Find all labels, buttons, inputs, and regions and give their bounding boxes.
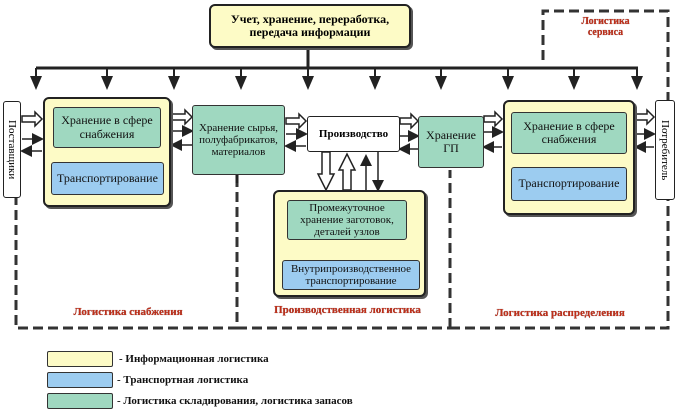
supply-storage-label: Хранение в сфере снабжения bbox=[61, 113, 153, 141]
legend-label-information: - Информационная логистика bbox=[119, 353, 269, 365]
supply-block: Хранение в сфере снабжения Транспортиров… bbox=[43, 97, 171, 207]
region-label-supply: Логистика снабжения bbox=[58, 306, 198, 318]
region-borders bbox=[14, 9, 670, 330]
legend-item-information: - Информационная логистика bbox=[47, 350, 353, 368]
region-label-distribution: Логистика распределения bbox=[470, 307, 650, 319]
raw-materials-storage-label: Хранение сырья, полуфабрикатов, материал… bbox=[198, 121, 279, 159]
info-processing-line1: Учет, хранение, переработка, bbox=[230, 11, 390, 26]
bus-arrows bbox=[30, 76, 643, 90]
distribution-storage-label: Хранение в сфере снабжения bbox=[523, 118, 615, 146]
intra-production-transport-box: Внутрипроизводственное транспортирование bbox=[282, 260, 420, 290]
supply-storage-box: Хранение в сфере снабжения bbox=[53, 107, 161, 148]
region-label-service-line2: сервиса bbox=[587, 27, 624, 38]
distribution-block: Хранение в сфере снабжения Транспортиров… bbox=[503, 100, 635, 215]
distribution-storage-box: Хранение в сфере снабжения bbox=[511, 112, 627, 154]
production-label: Производство bbox=[318, 127, 389, 140]
distribution-transport-label: Транспортирование bbox=[518, 176, 620, 191]
legend-label-transport: - Транспортная логистика bbox=[117, 374, 249, 386]
legend-swatch-transport bbox=[47, 372, 113, 388]
region-label-distribution-text: Логистика распределения bbox=[495, 307, 625, 319]
finished-goods-storage-label: Хранение ГП bbox=[426, 127, 476, 155]
legend-item-warehousing: - Логистика складирования, логистика зап… bbox=[47, 392, 353, 410]
region-label-production: Производственная логистика bbox=[250, 304, 445, 316]
intermediate-storage-box: Промежуточное хранение заготовок, детале… bbox=[287, 200, 407, 240]
region-label-service-line1: Логистика bbox=[581, 16, 630, 27]
legend-item-transport: - Транспортная логистика bbox=[47, 371, 353, 389]
consumer-label: Потребитель bbox=[659, 119, 672, 181]
intermediate-storage-label: Промежуточное хранение заготовок, детале… bbox=[300, 201, 394, 239]
supply-transport-box: Транспортирование bbox=[51, 162, 164, 195]
consumer-box: Потребитель bbox=[655, 100, 675, 200]
info-processing-box: Учет, хранение, переработка, передача ин… bbox=[209, 4, 411, 48]
region-label-service: Логистика сервиса bbox=[548, 16, 663, 38]
production-box: Производство bbox=[307, 116, 400, 152]
legend-swatch-information bbox=[47, 351, 113, 367]
finished-goods-storage-box: Хранение ГП bbox=[418, 116, 484, 168]
legend: - Информационная логистика - Транспортна… bbox=[47, 350, 353, 410]
legend-label-warehousing: - Логистика складирования, логистика зап… bbox=[117, 395, 353, 407]
region-label-supply-text: Логистика снабжения bbox=[73, 306, 183, 318]
raw-materials-storage-box: Хранение сырья, полуфабрикатов, материал… bbox=[192, 105, 285, 175]
distribution-transport-box: Транспортирование bbox=[511, 167, 627, 201]
supplier-label: Поставщики bbox=[6, 119, 19, 180]
region-label-production-text: Производственная логистика bbox=[274, 304, 421, 316]
production-sub-block: Промежуточное хранение заготовок, детале… bbox=[273, 190, 426, 297]
intra-production-transport-label: Внутрипроизводственное транспортирование bbox=[290, 262, 412, 287]
info-processing-line2: передача информации bbox=[249, 25, 371, 39]
supplier-box: Поставщики bbox=[3, 101, 21, 198]
supply-transport-label: Транспортирование bbox=[57, 170, 158, 185]
